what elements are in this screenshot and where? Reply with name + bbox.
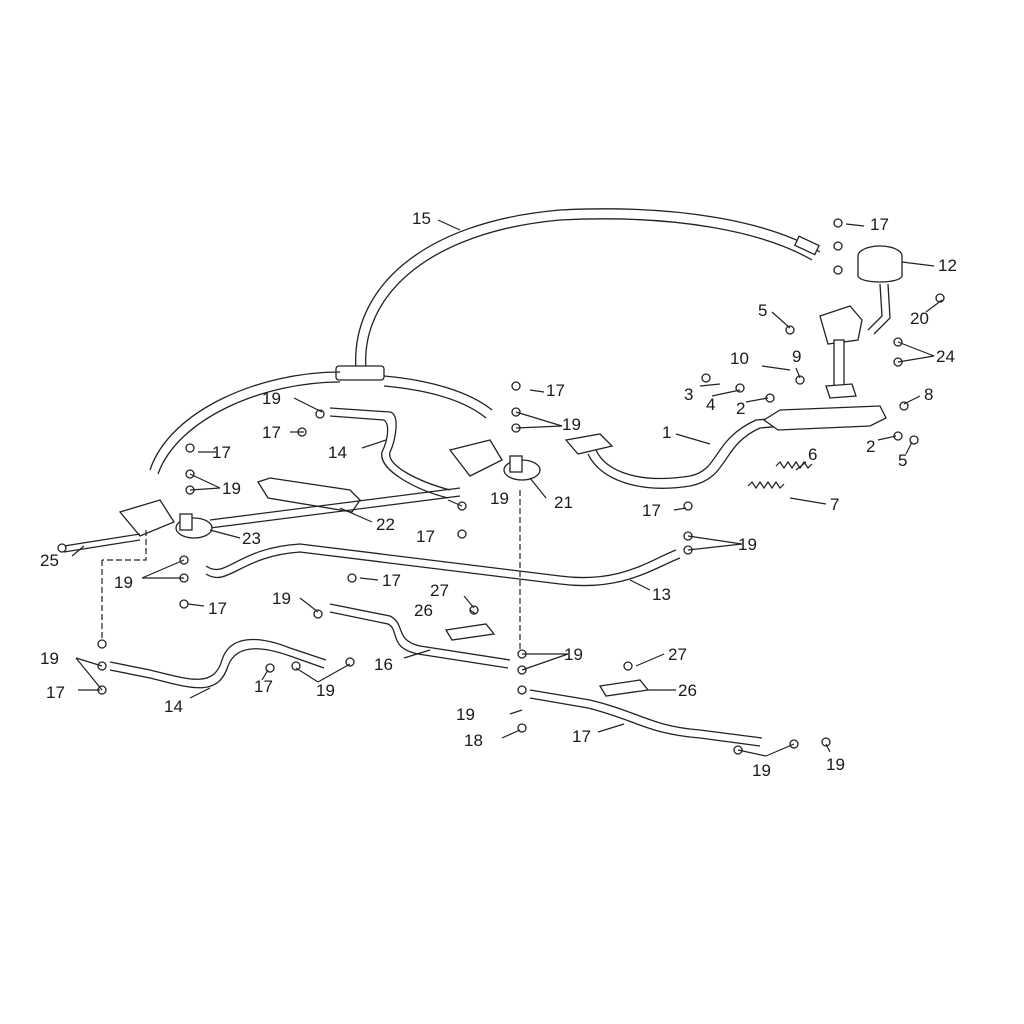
- junction-valve-23: [118, 499, 213, 539]
- callout-1: 1: [662, 423, 671, 442]
- callout-19-hose16: 19: [456, 705, 475, 724]
- brake-hose-upper: [149, 371, 493, 499]
- callout-16: 17: [572, 727, 591, 746]
- callout-17: 17: [870, 215, 889, 234]
- callout-26-upper: 26: [414, 601, 433, 620]
- callout-19-valve21: 19: [490, 489, 509, 508]
- callout-17-bottomright: 19: [826, 755, 845, 774]
- callout-27-lower: 27: [668, 645, 687, 664]
- callout-4: 4: [706, 395, 715, 414]
- callout-17-valve21: 17: [416, 527, 435, 546]
- callout-5: 5: [758, 301, 767, 320]
- callout-25: 24: [936, 347, 955, 366]
- callout-19-upperleft: 19: [262, 389, 281, 408]
- callout-18: 18: [464, 731, 483, 750]
- callout-14-upper: 14: [328, 443, 347, 462]
- bracket-26-upper: [444, 623, 496, 641]
- assembly-lines: [101, 490, 521, 650]
- callout-20: 20: [910, 309, 929, 328]
- rod-24: [57, 533, 141, 553]
- callout-27-upper: 27: [430, 581, 449, 600]
- brake-hose-13: [205, 543, 681, 587]
- callout-19-lowerleft: 19: [40, 649, 59, 668]
- junction-valve-21: [448, 439, 541, 481]
- callout-7: 7: [830, 495, 839, 514]
- callout-19-bottomright: 19: [752, 761, 771, 780]
- callout-5b: 5: [898, 451, 907, 470]
- callout-12: 15: [412, 209, 431, 228]
- callout-14-lower: 14: [164, 697, 183, 716]
- callout-26-lower: 26: [678, 681, 697, 700]
- callout-19-lowermid: 19: [316, 681, 335, 700]
- callout-10: 10: [730, 349, 749, 368]
- bracket-26-lower: [598, 679, 650, 697]
- callout-17-right: 17: [642, 501, 661, 520]
- callout-22: 22: [376, 515, 395, 534]
- callout-2: 2: [736, 399, 745, 418]
- callout-19-lowercenter: 19: [564, 645, 583, 664]
- callout-17-hose15: 17: [382, 571, 401, 590]
- callout-17-center: 17: [546, 381, 565, 400]
- callout-17-left: 17: [212, 443, 231, 462]
- callout-3: 3: [684, 385, 693, 404]
- callout-23: 23: [242, 529, 261, 548]
- callout-19-hose15: 19: [272, 589, 291, 608]
- callout-15: 16: [374, 655, 393, 674]
- spring-6: [775, 460, 813, 470]
- callout-13: 13: [652, 585, 671, 604]
- brake-hose-16: [529, 689, 763, 747]
- callout-2b: 2: [866, 437, 875, 456]
- callout-11: 12: [938, 256, 957, 275]
- callout-17-upperleft: 17: [262, 423, 281, 442]
- callout-8: 8: [924, 385, 933, 404]
- brake-pedal-1: [564, 405, 887, 489]
- callout-19-right: 19: [738, 535, 757, 554]
- brake-hose-12: [335, 208, 821, 381]
- callout-labels: 15 17 12 20 5 24 10 9 8 3 4 2 1 2 5 6 7 …: [40, 209, 957, 780]
- brake-hose-14-lower: [109, 638, 327, 689]
- master-cylinder-11: [819, 245, 903, 399]
- callout-17-valve23: 17: [208, 599, 227, 618]
- callout-19-center: 19: [562, 415, 581, 434]
- callout-19-valve23: 19: [114, 573, 133, 592]
- callout-6: 6: [808, 445, 817, 464]
- leader-lines: [71, 219, 943, 757]
- callout-21: 21: [554, 493, 573, 512]
- callout-19-left: 19: [222, 479, 241, 498]
- mount-bracket-22: [209, 477, 461, 529]
- callout-17-lowermid: 17: [254, 677, 273, 696]
- spring-7: [747, 480, 785, 490]
- callout-9: 9: [792, 347, 801, 366]
- callout-24: 25: [40, 551, 59, 570]
- callout-17-lowerleft: 17: [46, 683, 65, 702]
